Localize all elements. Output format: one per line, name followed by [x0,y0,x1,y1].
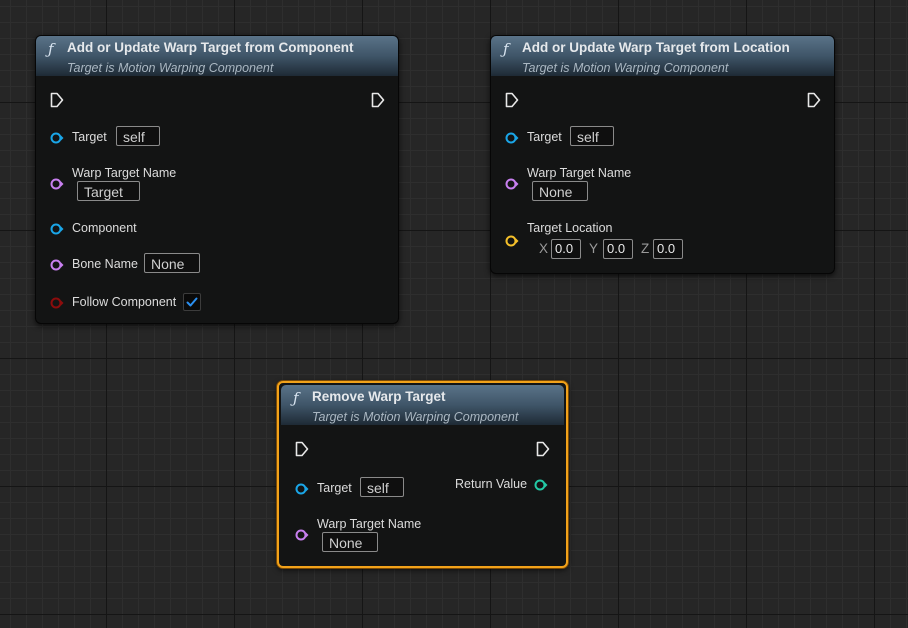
follow-component-checkbox[interactable] [183,293,201,311]
vector-pin-icon[interactable] [505,235,519,247]
target-location-label: Target Location [527,221,613,235]
z-value-input[interactable]: 0.0 [653,239,683,259]
node-subtitle: Target is Motion Warping Component [312,410,519,424]
y-axis-label: Y [589,241,599,256]
function-icon: ƒ [503,40,509,58]
target-label: Target [72,130,107,144]
node-title: Remove Warp Target [312,389,446,404]
warp-target-name-input[interactable]: None [322,532,378,552]
return-value-label: Return Value [455,477,528,491]
target-input[interactable]: self [360,477,404,497]
warp-target-name-label: Warp Target Name [317,517,422,531]
warp-target-name-label: Warp Target Name [527,166,632,180]
node-header[interactable] [281,385,564,425]
node-header[interactable] [491,36,834,76]
node-header[interactable] [36,36,398,76]
bone-name-input[interactable]: None [144,253,200,273]
exec-in-pin-icon[interactable] [295,441,309,457]
node-add-warp-target-from-component[interactable]: ƒ Add or Update Warp Target from Compone… [35,35,399,324]
name-pin-icon[interactable] [505,178,519,190]
function-icon: ƒ [48,40,54,58]
target-label: Target [527,130,562,144]
node-title: Add or Update Warp Target from Component [67,40,354,55]
object-pin-icon[interactable] [295,483,309,495]
exec-out-pin-icon[interactable] [536,441,550,457]
y-value-input[interactable]: 0.0 [603,239,633,259]
follow-component-label: Follow Component [72,295,177,309]
exec-out-pin-icon[interactable] [371,92,385,108]
object-pin-icon[interactable] [50,223,64,235]
target-label: Target [317,481,352,495]
node-title: Add or Update Warp Target from Location [522,40,790,55]
name-pin-icon[interactable] [295,529,309,541]
exec-in-pin-icon[interactable] [50,92,64,108]
object-pin-icon[interactable] [505,132,519,144]
warp-target-name-label: Warp Target Name [72,166,177,180]
node-add-warp-target-from-location[interactable]: ƒ Add or Update Warp Target from Locatio… [490,35,835,274]
name-pin-icon[interactable] [50,259,64,271]
x-value-input[interactable]: 0.0 [551,239,581,259]
exec-in-pin-icon[interactable] [505,92,519,108]
function-icon: ƒ [293,389,299,407]
bone-name-label: Bone Name [72,257,139,271]
name-pin-icon[interactable] [50,178,64,190]
object-pin-icon[interactable] [50,132,64,144]
exec-out-pin-icon[interactable] [807,92,821,108]
bool-pin-icon[interactable] [50,297,64,309]
target-input[interactable]: self [116,126,160,146]
warp-target-name-input[interactable]: None [532,181,588,201]
bool-return-pin-icon[interactable] [534,479,548,491]
z-axis-label: Z [641,241,650,256]
warp-target-name-input[interactable]: Target [77,181,140,201]
node-remove-warp-target[interactable]: ƒ Remove Warp Target Target is Motion Wa… [277,381,568,568]
target-input[interactable]: self [570,126,614,146]
node-subtitle: Target is Motion Warping Component [522,61,729,75]
checkmark-icon [186,297,198,307]
component-label: Component [72,221,137,235]
node-subtitle: Target is Motion Warping Component [67,61,274,75]
x-axis-label: X [539,241,549,256]
